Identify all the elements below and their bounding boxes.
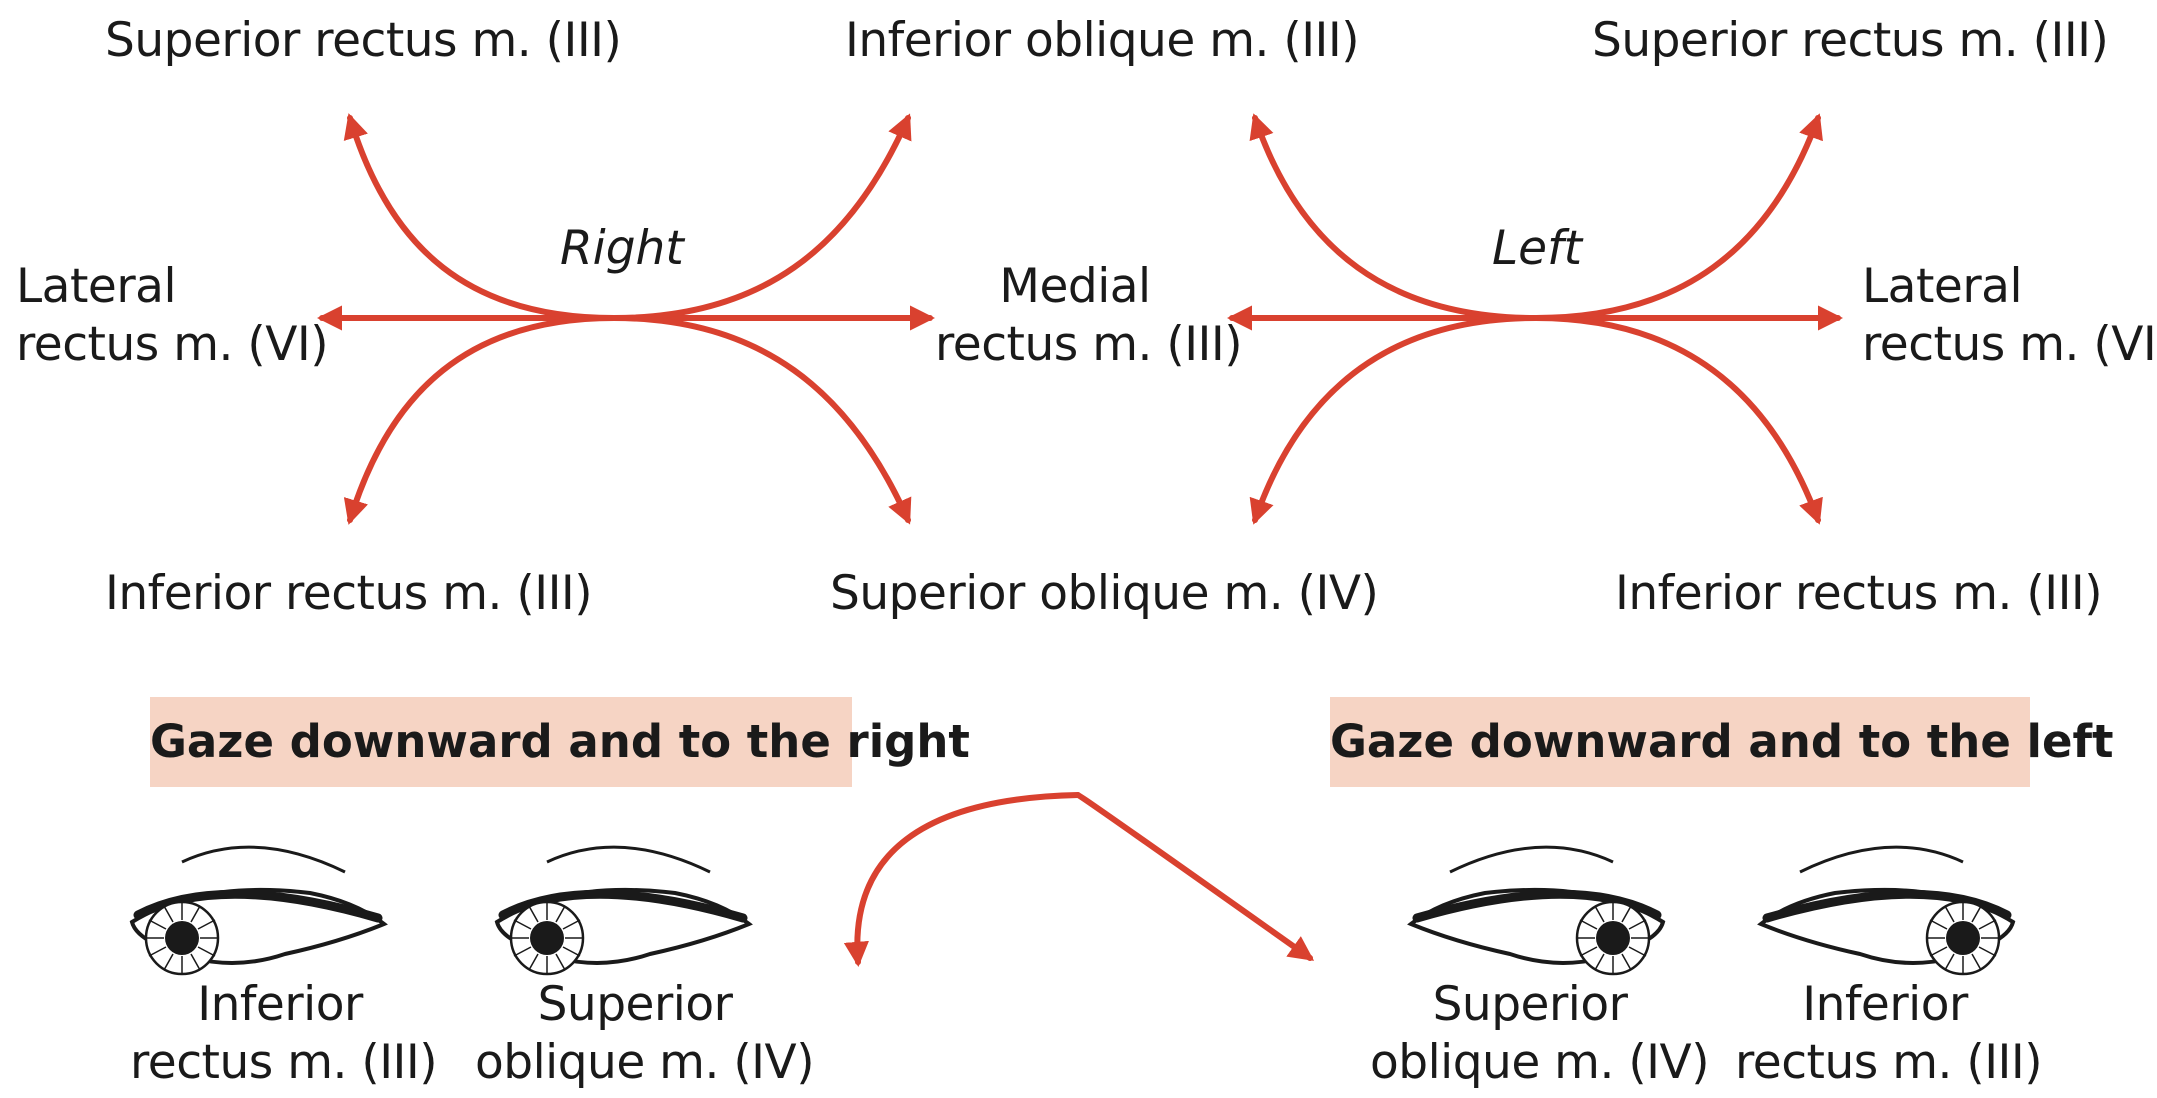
label-line: rectus m. (VI) bbox=[1862, 317, 2157, 372]
label-inferior-rectus-left: Inferior rectus m. (III) bbox=[1615, 566, 2103, 621]
label-superior-rectus-left: Superior rectus m. (III) bbox=[1592, 13, 2109, 68]
arrow-inferior-rectus-left bbox=[1533, 315, 1823, 525]
label-inferior-oblique-right: Inferior oblique m. (III) bbox=[845, 13, 1360, 68]
label-line: rectus m. (III) bbox=[935, 317, 1243, 372]
arrow-inferior-oblique-right bbox=[611, 113, 912, 321]
label-inferior-rectus-right: Inferior rectus m. (III) bbox=[105, 566, 593, 621]
gaze-arc-right-arrow bbox=[1075, 792, 1315, 961]
eye-icon-right-superior-oblique bbox=[497, 847, 749, 974]
arrow-superior-oblique-left bbox=[1249, 315, 1539, 525]
left-arrows bbox=[1226, 113, 1844, 525]
caption-left-superior-oblique: Superior oblique m. (IV) bbox=[1370, 976, 1710, 1092]
caption-line: Superior bbox=[1432, 977, 1628, 1032]
side-label-right: Right bbox=[560, 221, 684, 276]
label-line: rectus m. (VI) bbox=[16, 317, 329, 372]
eye-icon-left-superior-oblique bbox=[1411, 847, 1663, 974]
label-lateral-rectus-right: Lateral rectus m. (VI) bbox=[16, 258, 329, 374]
label-medial-rectus: Medial rectus m. (III) bbox=[935, 258, 1243, 374]
label-superior-rectus-right: Superior rectus m. (III) bbox=[105, 13, 622, 68]
gaze-left-title: Gaze downward and to the left bbox=[1330, 697, 2114, 787]
arrow-inferior-oblique-left bbox=[1249, 113, 1539, 321]
caption-left-inferior-rectus: Inferior rectus m. (III) bbox=[1735, 976, 2043, 1092]
caption-line: rectus m. (III) bbox=[130, 1035, 438, 1090]
caption-line: oblique m. (IV) bbox=[1370, 1035, 1710, 1090]
caption-line: Superior bbox=[537, 977, 733, 1032]
label-line: Lateral bbox=[16, 259, 177, 314]
right-arrows bbox=[316, 113, 936, 525]
arrow-superior-rectus-left bbox=[1533, 113, 1823, 321]
label-line: Medial bbox=[999, 259, 1151, 314]
side-label-left: Left bbox=[1492, 221, 1583, 276]
eye-icon-left-inferior-rectus bbox=[1761, 847, 2013, 974]
caption-line: Inferior bbox=[1802, 977, 1968, 1032]
label-superior-oblique-right: Superior oblique m. (IV) bbox=[830, 566, 1379, 621]
caption-right-superior-oblique: Superior oblique m. (IV) bbox=[475, 976, 815, 1092]
caption-line: Inferior bbox=[197, 977, 363, 1032]
label-line: Lateral bbox=[1862, 259, 2023, 314]
arrow-superior-oblique-right bbox=[611, 315, 912, 525]
caption-line: rectus m. (III) bbox=[1735, 1035, 2043, 1090]
caption-right-inferior-rectus: Inferior rectus m. (III) bbox=[130, 976, 438, 1092]
caption-line: oblique m. (IV) bbox=[475, 1035, 815, 1090]
arrow-inferior-rectus-right bbox=[343, 315, 617, 525]
eye-icon-right-inferior-rectus bbox=[132, 847, 384, 974]
gaze-right-title: Gaze downward and to the right bbox=[150, 697, 970, 787]
label-lateral-rectus-left: Lateral rectus m. (VI) bbox=[1862, 258, 2157, 374]
arrow-superior-rectus-right bbox=[343, 113, 617, 321]
gaze-arc-left-arrow bbox=[843, 792, 1081, 968]
